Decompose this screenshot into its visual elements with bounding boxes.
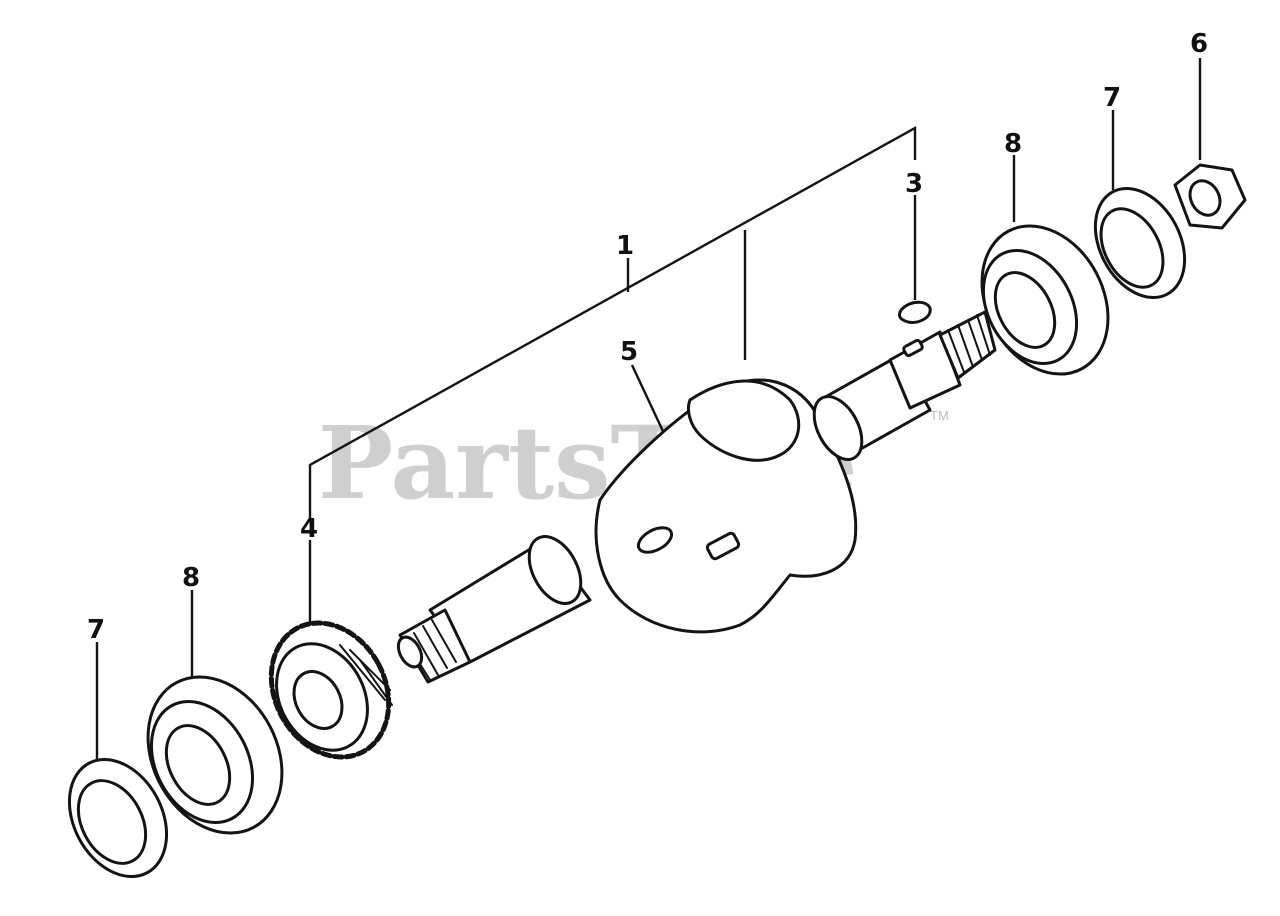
- watermark-trademark: TM: [930, 408, 949, 423]
- part-7-seal-right: [1093, 186, 1187, 300]
- callout-7-left: 7: [87, 615, 105, 645]
- crankshaft-left-tip: [396, 635, 424, 669]
- callout-labels: 1 3 5 4 8 7 6 8 7: [87, 29, 1208, 645]
- callout-4: 4: [300, 514, 318, 544]
- part-6-nut: [1173, 163, 1247, 230]
- callout-5: 5: [620, 337, 638, 367]
- part-8-bearing-left: [146, 675, 284, 835]
- hex-nut-bore: [1188, 179, 1222, 217]
- main-journal-collar: [527, 535, 583, 605]
- crank-pin: [686, 379, 801, 462]
- crankshaft: [396, 310, 997, 684]
- part-8-bearing-right: [980, 224, 1110, 376]
- callout-1: 1: [616, 231, 634, 261]
- keyway-slot: [636, 526, 674, 554]
- part-4-gear: [268, 620, 393, 760]
- key-3: [898, 300, 932, 324]
- assembly-bracket-leader: [308, 125, 917, 520]
- callout-8-left: 8: [182, 563, 200, 593]
- part-7-seal-left: [67, 757, 169, 879]
- right-journal-collar: [812, 395, 864, 461]
- callout-3: 3: [905, 169, 923, 199]
- right-thread-lines: [947, 314, 991, 373]
- gear-bore: [292, 670, 344, 730]
- right-keyway: [902, 338, 924, 358]
- bearing-left-bore: [164, 724, 232, 806]
- leader-lines: [95, 58, 1202, 765]
- part-3-key: [898, 300, 932, 324]
- callout-8-right: 8: [1004, 129, 1022, 159]
- woodruff-key-part-5: [705, 531, 741, 561]
- gear-helix-lines: [339, 644, 393, 706]
- callout-6: 6: [1190, 29, 1208, 59]
- bearing-right-bore: [993, 271, 1057, 349]
- seal-left-inner: [76, 779, 148, 865]
- callout-7-right: 7: [1103, 83, 1121, 113]
- seal-right-inner: [1099, 207, 1165, 289]
